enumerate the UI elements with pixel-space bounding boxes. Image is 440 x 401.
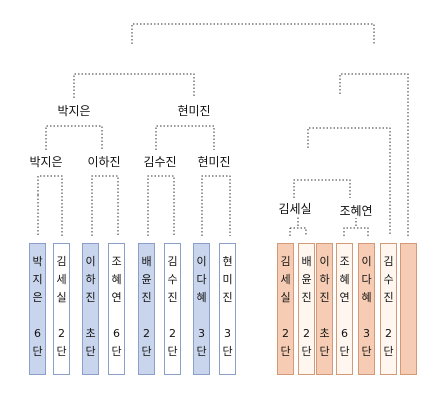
final-connector: [131, 23, 375, 44]
group-label-bottom-b: 조혜연: [337, 204, 375, 218]
bottom-group-connector: [293, 179, 351, 198]
group-label-left-a: 박지은: [27, 155, 65, 169]
player-box: [400, 243, 417, 375]
bottom-top-connector: [307, 127, 391, 236]
left-b-connector: [91, 175, 119, 236]
right-group-connector: [155, 125, 215, 150]
group-label-right-a: 김수진: [141, 155, 179, 169]
left-half-connector: [73, 73, 195, 98]
right-a-connector: [147, 175, 175, 236]
right-half-connector: [339, 73, 409, 236]
right-b-connector: [201, 175, 231, 236]
bottom-b-connector: [343, 227, 369, 236]
left-group-connector: [45, 125, 103, 150]
bottom-a-right: [290, 227, 307, 236]
group-label-left: 박지은: [55, 104, 93, 118]
group-label-right-b: 현미진: [195, 155, 233, 169]
group-label-left-b: 이하진: [85, 155, 123, 169]
left-a-connector: [37, 175, 63, 236]
group-label-right: 현미진: [175, 104, 213, 118]
group-label-bottom-a: 김세실: [276, 202, 314, 216]
